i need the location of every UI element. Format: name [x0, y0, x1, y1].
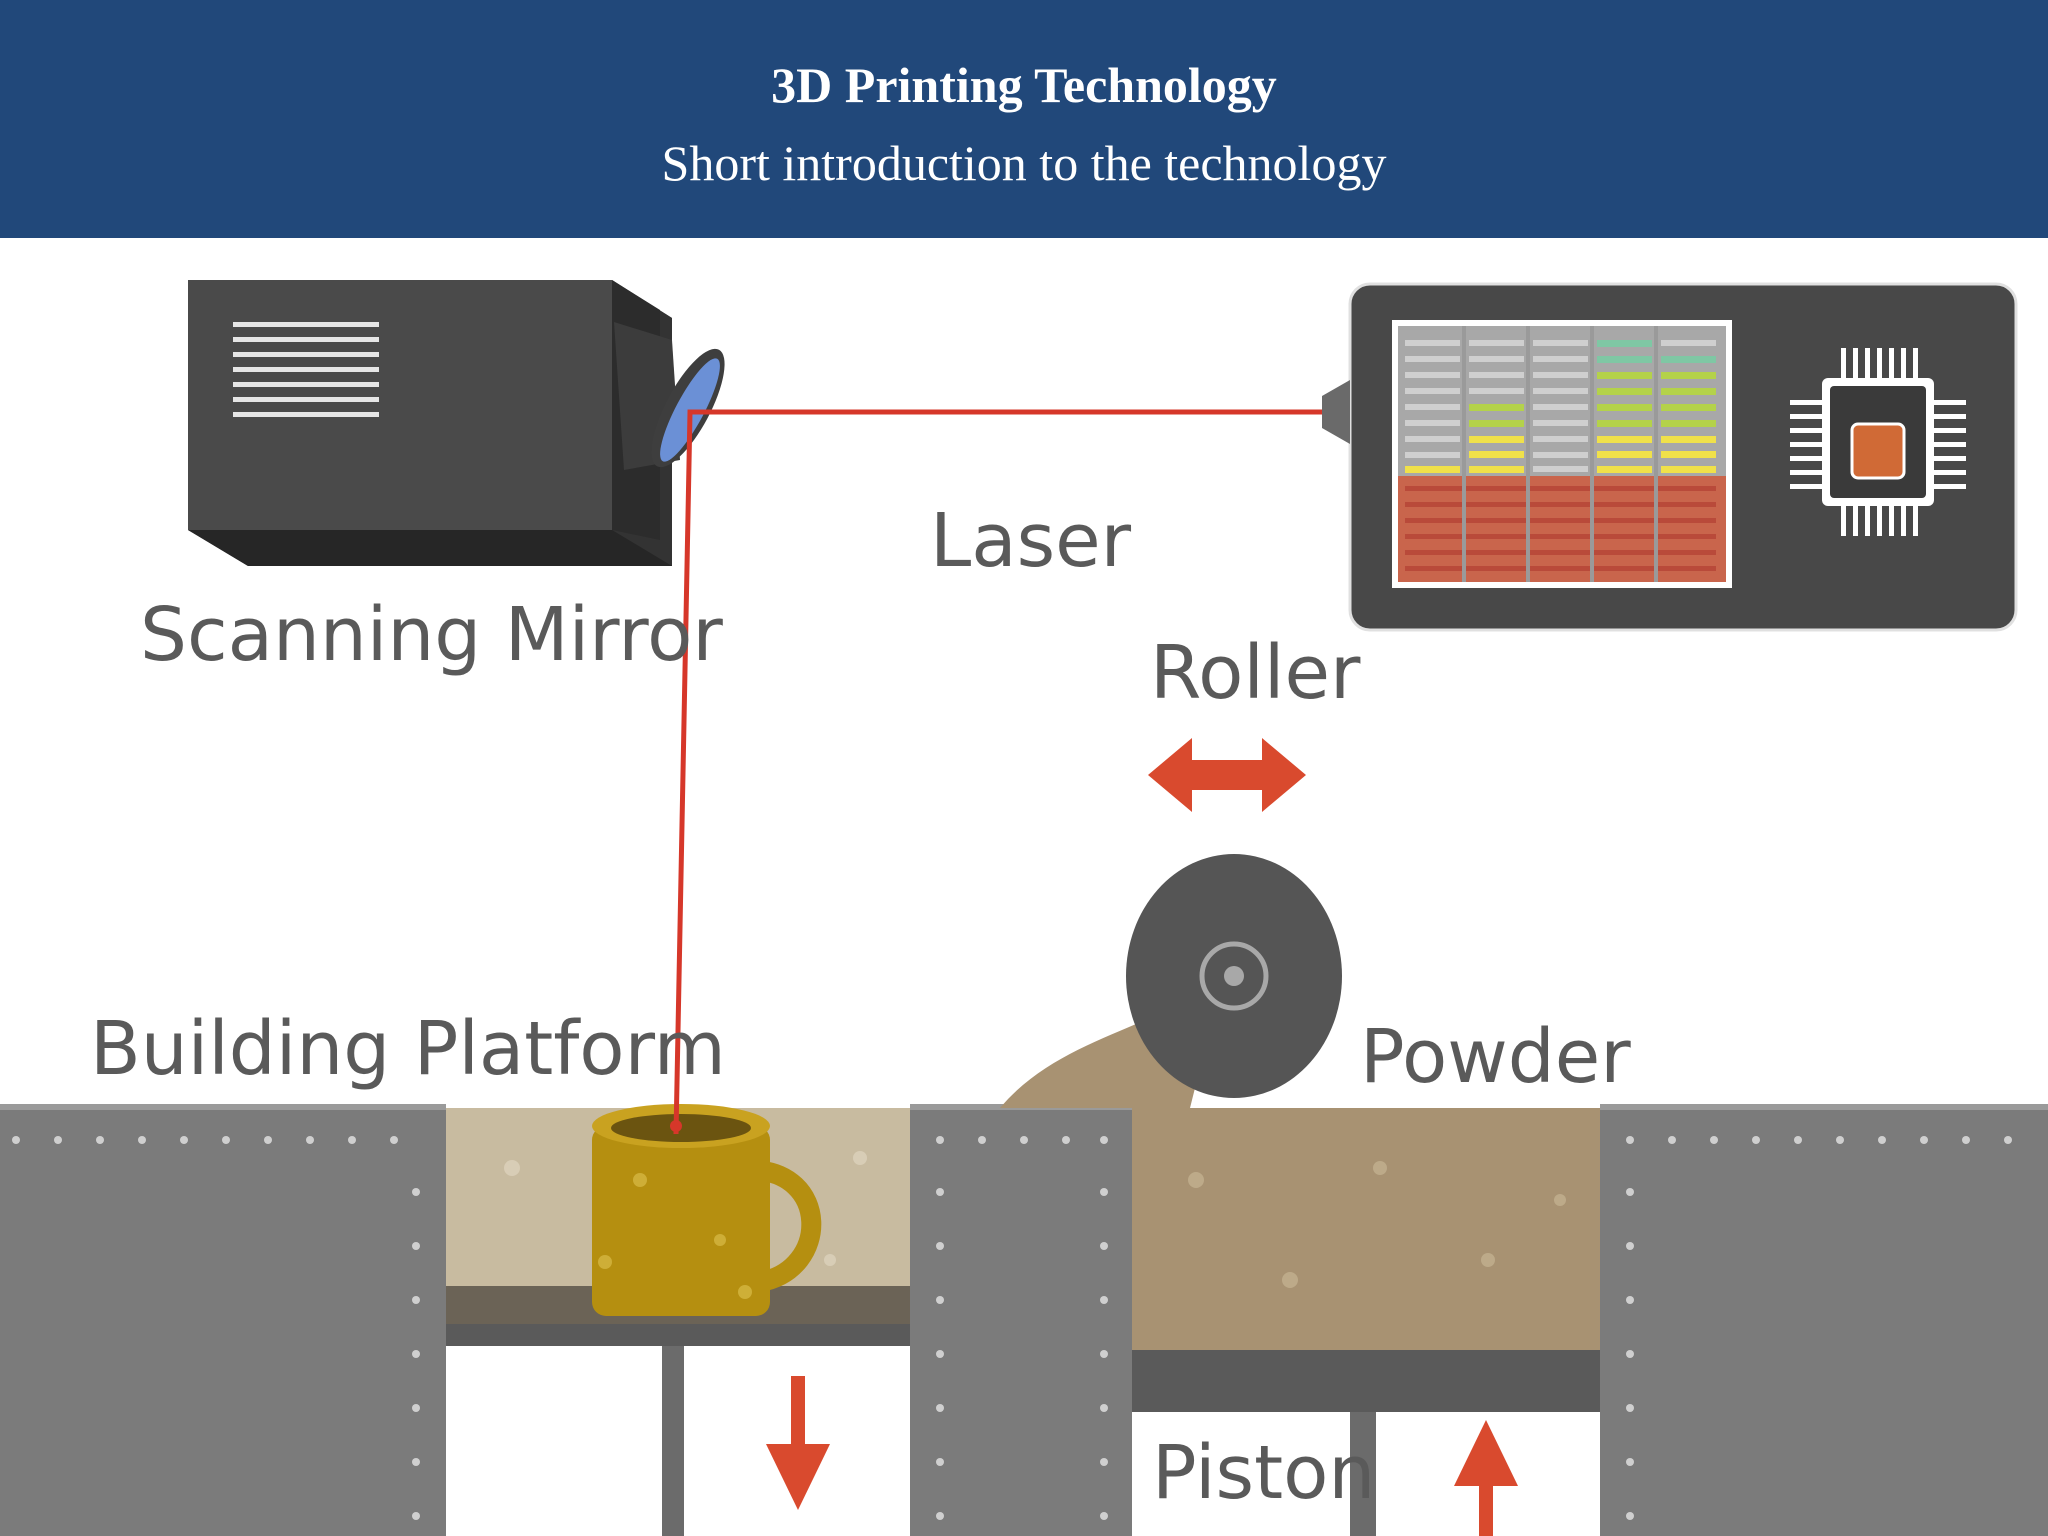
laser-control-unit [1322, 282, 2018, 632]
vent-lines [233, 322, 379, 417]
label-piston: Piston [1152, 1430, 1375, 1516]
roller [1126, 854, 1342, 1098]
label-building-platform: Building Platform [90, 1006, 726, 1092]
printer-frame [0, 1104, 2048, 1536]
page-title: 3D Printing Technology [771, 57, 1277, 113]
label-scanning-mirror: Scanning Mirror [140, 592, 723, 678]
powder-piston-plate [1132, 1350, 1600, 1412]
piston-up-arrow [1454, 1420, 1518, 1536]
header-banner: 3D Printing Technology Short introductio… [0, 0, 2048, 238]
label-laser: Laser [930, 498, 1132, 584]
roller-direction-arrow [1148, 738, 1306, 812]
equalizer-bars [1405, 326, 1716, 582]
laser-emitter [1322, 380, 1350, 444]
building-platform [446, 1324, 910, 1346]
label-roller: Roller [1150, 630, 1361, 716]
label-powder: Powder [1360, 1014, 1631, 1100]
powder-chamber [1132, 1108, 1600, 1536]
microchip-icon [1790, 348, 1966, 536]
printed-mug [592, 1104, 822, 1316]
frame-rivets [12, 1136, 2012, 1520]
page-subtitle: Short introduction to the technology [661, 135, 1387, 191]
laser-beam [673, 409, 1322, 1135]
platform-down-arrow [766, 1376, 830, 1510]
platform-piston-rod [662, 1346, 684, 1536]
powder-piston-rod [1350, 1412, 1376, 1536]
scanning-mirror-unit [188, 280, 725, 566]
